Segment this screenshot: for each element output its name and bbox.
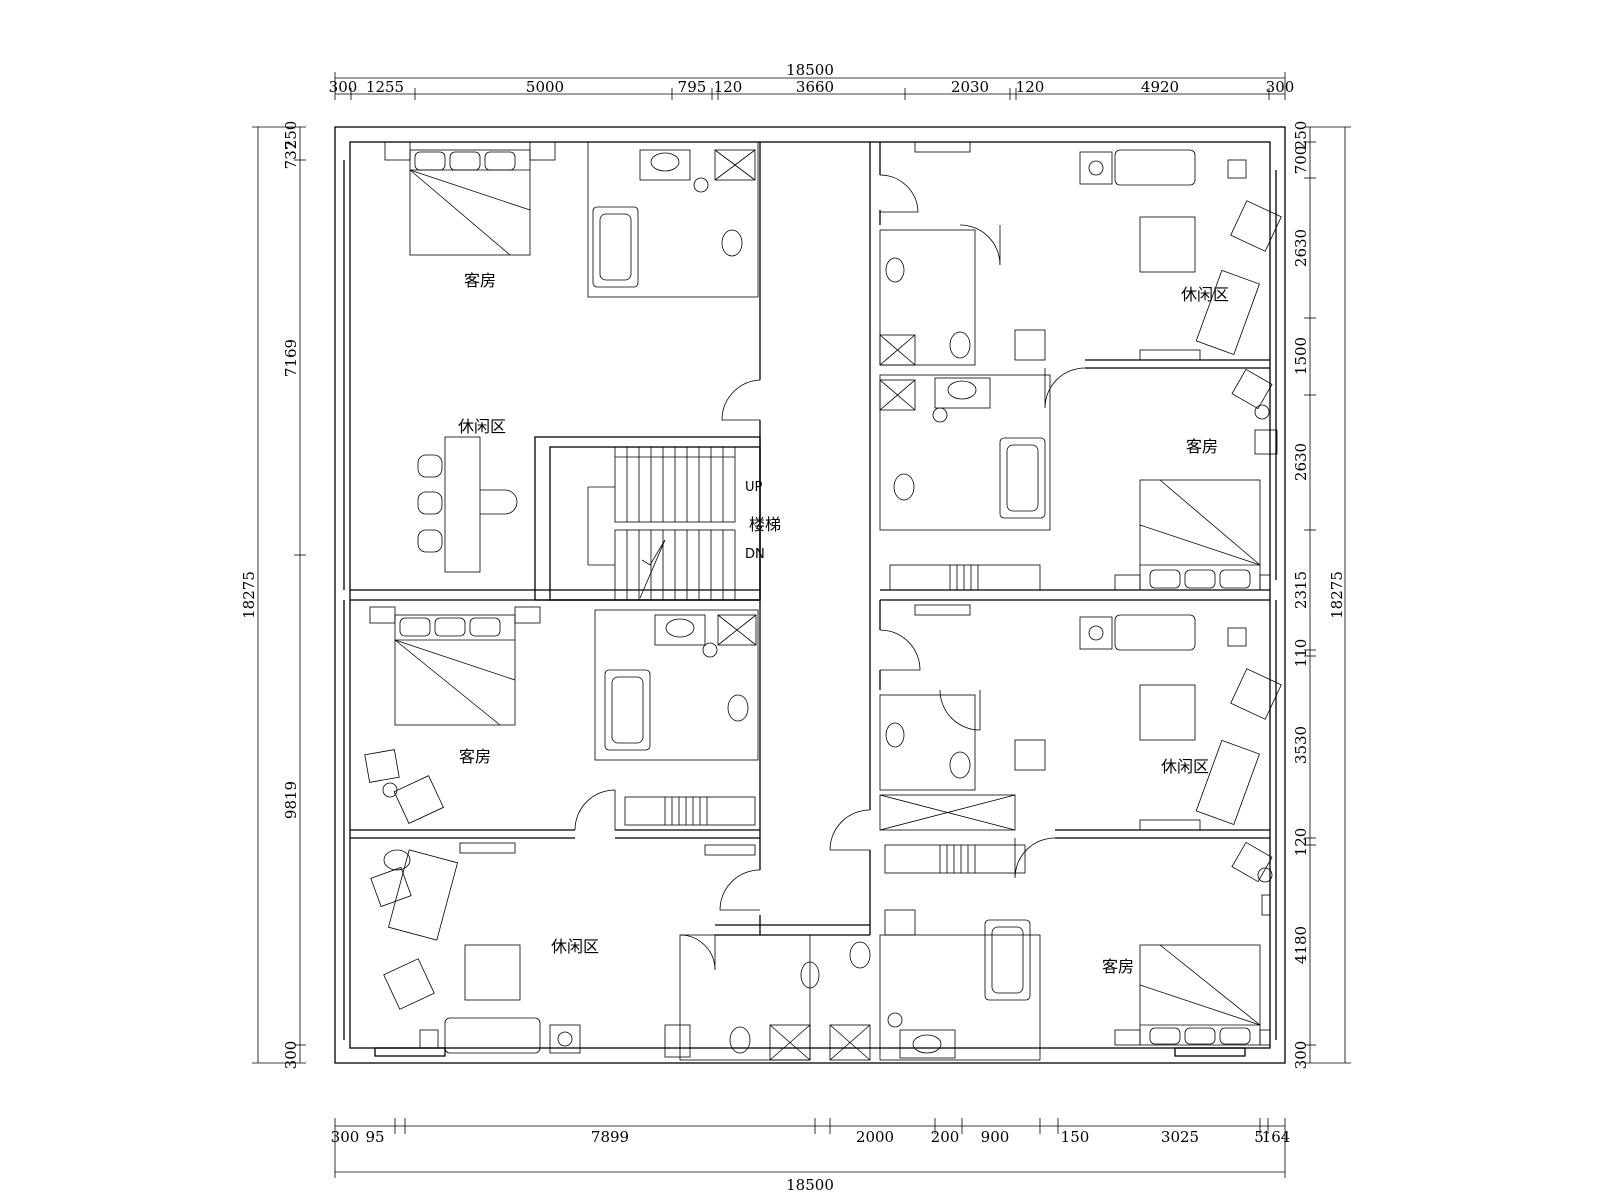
interior-walls bbox=[350, 142, 1270, 936]
dim-top-2: 5000 bbox=[526, 78, 564, 96]
dim-bottom-4: 200 bbox=[931, 1128, 960, 1146]
dim-right-9: 4180 bbox=[1292, 926, 1310, 964]
dim-left-2: 7169 bbox=[282, 339, 300, 377]
dim-right-4: 2630 bbox=[1292, 443, 1310, 481]
dim-left-1: 250 bbox=[282, 121, 300, 150]
dim-bottom-6: 150 bbox=[1061, 1128, 1090, 1146]
dim-left-4: 300 bbox=[282, 1041, 300, 1070]
bottom-dimensions: 18500 300 95 7899 2000 200 900 150 3025 … bbox=[331, 1128, 1291, 1194]
dim-right-2: 2630 bbox=[1292, 229, 1310, 267]
staircase bbox=[587, 446, 736, 601]
dim-top-0: 300 bbox=[329, 78, 358, 96]
dim-bottom-3: 2000 bbox=[856, 1128, 894, 1146]
dim-right-1: 250 bbox=[1292, 121, 1310, 150]
dim-top-4: 120 bbox=[714, 78, 743, 96]
label-stair: 楼梯 bbox=[749, 515, 781, 534]
label-lounge-right-2: 休闲区 bbox=[1161, 757, 1209, 776]
dim-top-9: 300 bbox=[1266, 78, 1295, 96]
dim-right-6: 110 bbox=[1292, 639, 1310, 668]
dim-top-5: 3660 bbox=[796, 78, 834, 96]
dim-top-8: 4920 bbox=[1141, 78, 1179, 96]
dim-right-0: 700 bbox=[1292, 146, 1310, 175]
label-lounge-top-right: 休闲区 bbox=[1181, 285, 1229, 304]
top-dimensions: 18500 300 1255 5000 795 120 3660 2030 12… bbox=[329, 61, 1295, 96]
dim-top-3: 795 bbox=[678, 78, 707, 96]
dim-bottom-8: 5 bbox=[1254, 1128, 1264, 1146]
beds bbox=[369, 141, 1271, 1046]
label-stair-up: UP bbox=[745, 480, 763, 495]
dim-right-8: 120 bbox=[1292, 828, 1310, 857]
dim-right-7: 3530 bbox=[1292, 726, 1310, 764]
dim-bottom-1: 95 bbox=[365, 1128, 384, 1146]
dim-top-1: 1255 bbox=[366, 78, 404, 96]
dim-bottom-5: 900 bbox=[981, 1128, 1010, 1146]
dim-top-total: 18500 bbox=[786, 61, 834, 79]
right-dimensions: 18275 700 250 2630 1500 2630 2315 110 35… bbox=[1292, 121, 1346, 1070]
lounge-furniture bbox=[364, 141, 1282, 1058]
dim-left-3: 9819 bbox=[282, 781, 300, 819]
dim-left-0: 737 bbox=[282, 141, 300, 170]
doors bbox=[574, 174, 1086, 971]
label-lounge-bottom-left: 休闲区 bbox=[551, 937, 599, 956]
dim-right-total: 18275 bbox=[1328, 571, 1346, 619]
dim-right-3: 1500 bbox=[1292, 337, 1310, 375]
label-lounge-top-left: 休闲区 bbox=[458, 417, 506, 436]
dimension-lines bbox=[252, 72, 1351, 1178]
dim-bottom-total: 18500 bbox=[786, 1176, 834, 1194]
label-guest-room-middle-left: 客房 bbox=[459, 747, 491, 766]
dim-right-5: 2315 bbox=[1292, 571, 1310, 609]
dim-bottom-2: 7899 bbox=[591, 1128, 629, 1146]
bathrooms bbox=[587, 141, 1051, 1061]
label-guest-room-top-left: 客房 bbox=[464, 271, 496, 290]
dim-right-10: 300 bbox=[1292, 1041, 1310, 1070]
dim-top-7: 120 bbox=[1016, 78, 1045, 96]
room-labels: 客房 休闲区 客房 休闲区 休闲区 客房 休闲区 客房 楼梯 UP DN bbox=[458, 271, 1229, 976]
dim-bottom-7: 3025 bbox=[1161, 1128, 1199, 1146]
label-guest-room-right-1: 客房 bbox=[1186, 437, 1218, 456]
dim-top-6: 2030 bbox=[951, 78, 989, 96]
label-stair-down: DN bbox=[745, 547, 765, 562]
left-dimensions: 18275 737 250 7169 9819 300 bbox=[240, 121, 300, 1070]
dim-bottom-0: 300 bbox=[331, 1128, 360, 1146]
dim-bottom-9: 164 bbox=[1262, 1128, 1291, 1146]
dim-left-total: 18275 bbox=[240, 571, 258, 619]
outer-walls bbox=[334, 126, 1286, 1064]
label-guest-room-bottom-right: 客房 bbox=[1102, 957, 1134, 976]
